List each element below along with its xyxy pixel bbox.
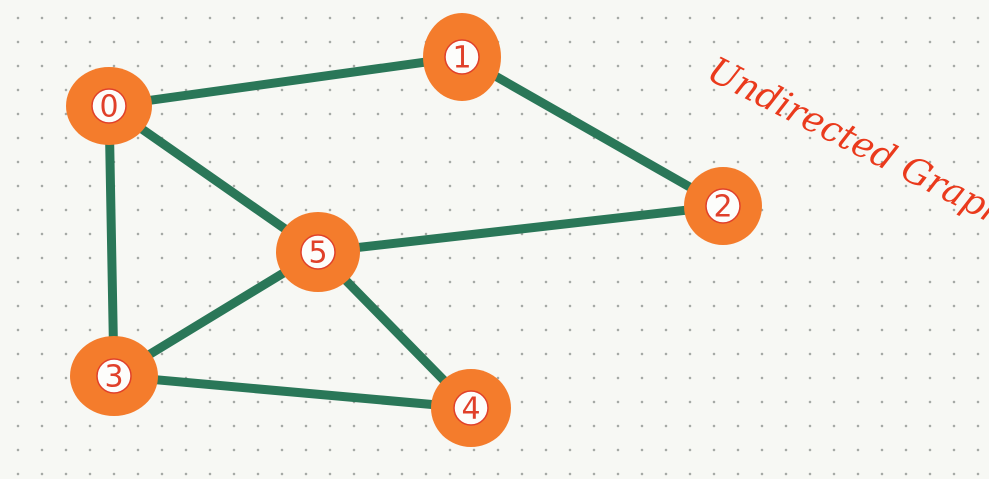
edges-layer	[104, 52, 728, 413]
node-inner-circle	[91, 88, 127, 124]
edge-0-3	[104, 101, 119, 381]
node-label: 0	[99, 90, 118, 125]
node-inner-circle	[300, 234, 336, 270]
edge-3-4	[109, 371, 476, 413]
edge-1-2	[457, 52, 728, 211]
edge-0-5	[104, 101, 323, 257]
edge-0-1	[104, 52, 467, 111]
edge-5-2	[313, 201, 728, 257]
node-3: 3	[70, 336, 158, 416]
node-4: 4	[431, 369, 511, 447]
node-inner-circle	[705, 188, 741, 224]
node-inner-circle	[444, 39, 480, 75]
node-label: 1	[452, 41, 471, 76]
node-label: 4	[461, 392, 480, 427]
node-0: 0	[66, 67, 152, 145]
node-inner-circle	[453, 390, 489, 426]
node-label: 3	[104, 360, 123, 395]
node-2: 2	[684, 167, 762, 245]
node-label: 2	[713, 190, 732, 225]
node-5: 5	[276, 212, 360, 292]
nodes-layer: 0 1 2 3 4 5	[66, 13, 762, 447]
node-inner-circle	[96, 358, 132, 394]
node-1: 1	[423, 13, 501, 101]
node-label: 5	[308, 236, 327, 271]
